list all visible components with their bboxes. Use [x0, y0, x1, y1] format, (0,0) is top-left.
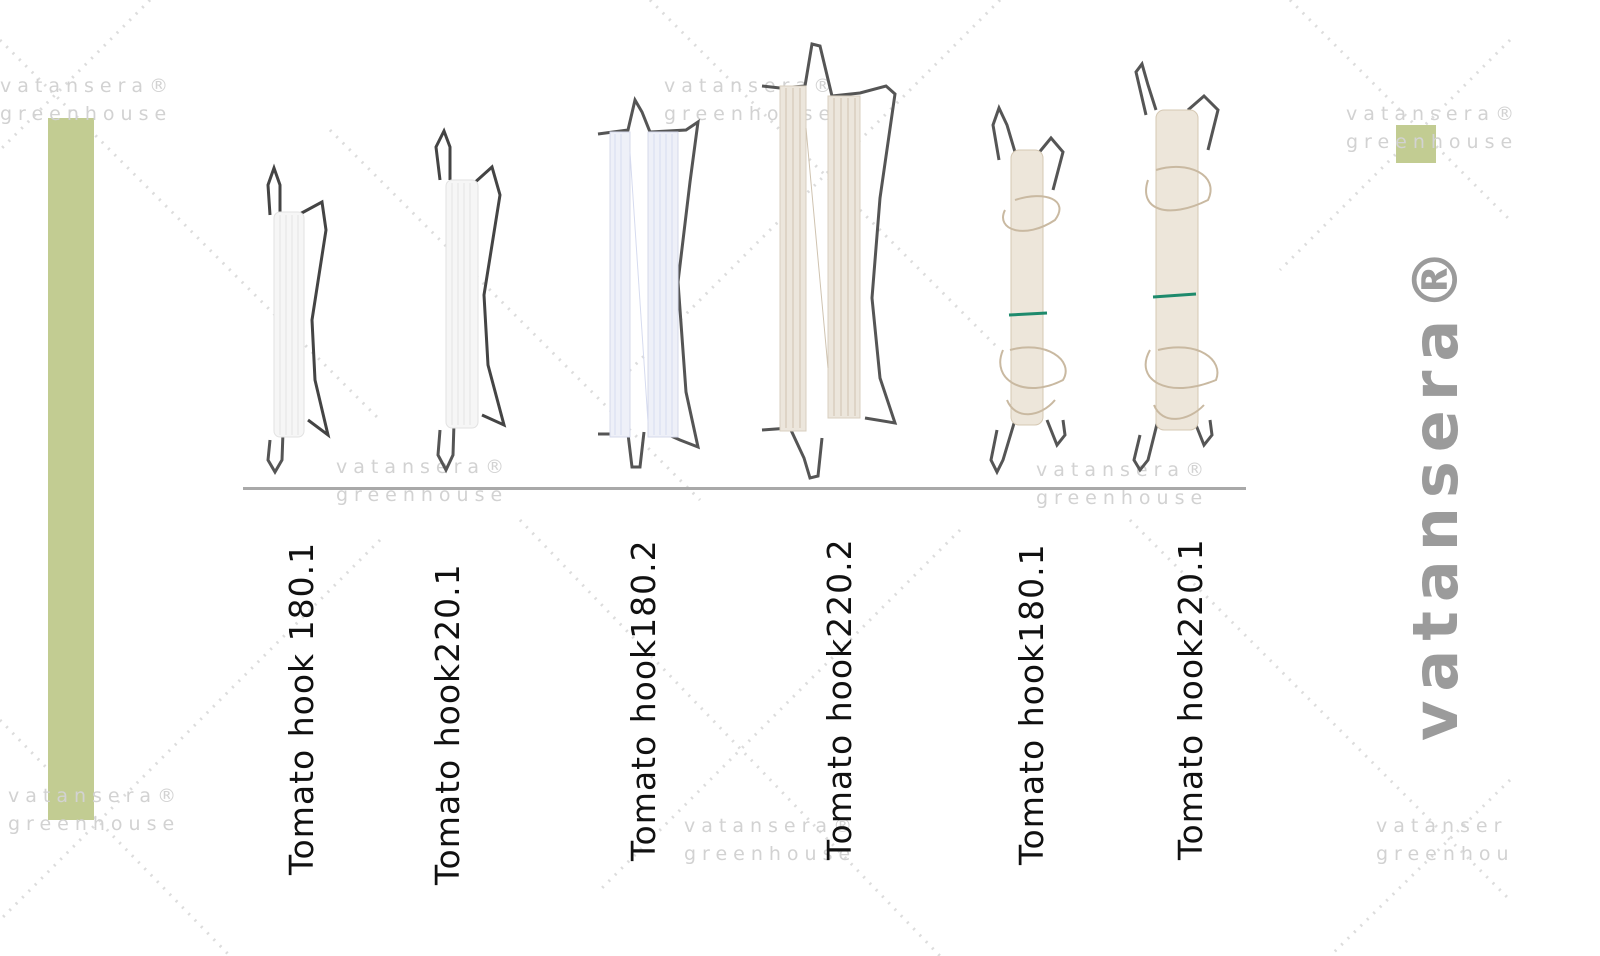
watermark-line: greenhouse: [0, 103, 173, 125]
watermark: vatansera® greenhouse: [684, 812, 858, 868]
watermark: vatansera® greenhouse: [0, 72, 174, 128]
watermark-line: greenhouse: [684, 843, 857, 865]
tomato-hook-image: [1132, 60, 1220, 473]
product-label: Tomato hook180.2: [624, 539, 663, 861]
product-label: Tomato hook220.1: [428, 563, 467, 885]
watermark-line: greenhouse: [8, 813, 181, 835]
watermark: vatansera® greenhouse: [8, 782, 182, 838]
accent-green-bar: [48, 118, 94, 820]
tomato-hook-image: [989, 104, 1067, 476]
watermark: vatansera® greenhouse: [1376, 812, 1508, 868]
watermark-line: vatansera®: [1376, 815, 1508, 837]
product-label: Tomato hook180.1: [1012, 543, 1051, 865]
brand-logo: vatansera®: [1399, 239, 1472, 741]
watermark-line: vatansera®: [1346, 103, 1521, 125]
product-baseline: [243, 487, 1246, 490]
watermark-line: vatansera®: [336, 456, 511, 478]
watermark: vatansera® greenhouse: [1346, 100, 1520, 156]
tomato-hook-image: [597, 95, 701, 469]
watermark-line: vatansera®: [1036, 459, 1211, 481]
watermark-line: vatansera®: [684, 815, 859, 837]
tomato-hook-image: [434, 127, 507, 474]
product-label: Tomato hook220.2: [820, 538, 859, 860]
watermark: vatansera® greenhouse: [1036, 456, 1210, 512]
product-label: Tomato hook220.1: [1171, 538, 1210, 860]
watermark-line: vatansera®: [8, 785, 183, 807]
tomato-hook-image: [266, 163, 331, 475]
watermark-line: greenhouse: [1376, 843, 1508, 865]
watermark-line: vatansera®: [0, 75, 175, 97]
watermark-line: greenhouse: [1036, 487, 1209, 509]
tomato-hook-image: [761, 42, 898, 480]
product-label: Tomato hook 180.1: [282, 541, 321, 875]
accent-green-square: [1396, 125, 1436, 163]
watermark-line: greenhouse: [1346, 131, 1519, 153]
